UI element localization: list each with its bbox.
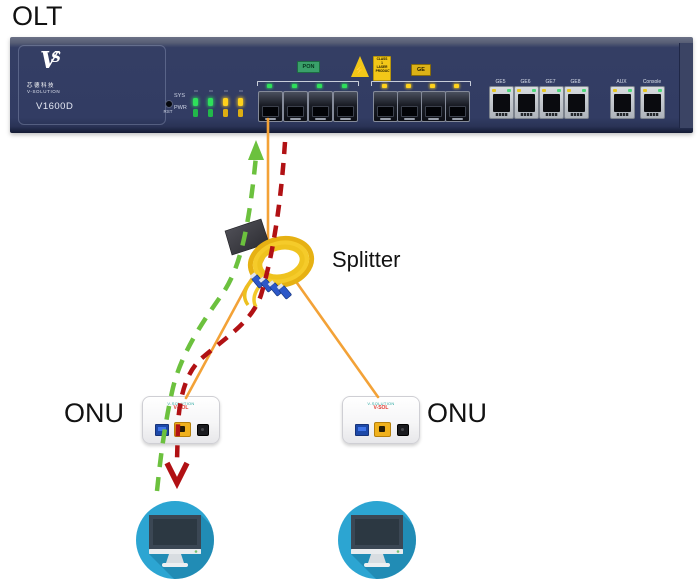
pon-port-led [317,84,322,88]
monitor-base [364,563,390,567]
ge-sfp-port-3 [421,91,446,122]
ge-port-led [406,84,411,88]
vsol-logo-icon: VS [40,47,61,74]
console-port [640,86,665,119]
onu-left-label: ONU [64,398,124,428]
aux-port [610,86,635,119]
sys-led-label: SYS [174,93,186,99]
onu-brand: V-SOLUTION V-SOL [367,401,395,411]
status-led [193,109,198,117]
monitor-stand [166,554,184,563]
olt-brand-cn: 芯德科技 [27,83,56,89]
pon-port-led [342,84,347,88]
ge-rj45-label: GE7 [545,79,556,85]
monitor-bar [351,549,403,554]
splitter-graphic [224,218,315,308]
ge-rj45-port-2 [514,86,539,119]
status-led [208,98,213,106]
status-led [223,98,228,106]
onu-lan-port [155,424,169,436]
onu-power-jack [197,424,209,436]
ge-rj45-label: GE6 [520,79,531,85]
led-tick [194,90,198,92]
olt-label: OLT [12,1,63,31]
ge-port-led [430,84,435,88]
status-led [223,109,228,117]
pon-sfp-port-1 [258,91,283,122]
ge-rj45-label: GE8 [570,79,581,85]
monitor-screen-frame [351,515,403,549]
ge-sfp-port-2 [397,91,422,122]
ge-group-bracket [371,81,471,86]
upstream-arrowhead-icon [248,140,264,160]
lc-connectors [249,272,292,300]
ge-port-led [454,84,459,88]
fiber-tail [242,276,256,307]
fiber-coil [247,235,315,289]
ge-rj45-port-1 [489,86,514,119]
onu-power-jack [397,424,409,436]
monitor-power-led [194,550,198,553]
reset-button [165,100,173,108]
pwr-led-label: PWR [174,105,187,111]
pon-sfp-port-3 [308,91,333,122]
downstream-arrowhead-icon [164,461,190,490]
ge-rj45-label: GE5 [495,79,506,85]
monitor-screen [153,519,197,545]
onu-right-device: V-SOLUTION V-SOL [342,396,420,444]
monitor-power-led [396,550,400,553]
status-led [193,98,198,106]
onu-lan-port [355,424,369,436]
status-led [238,98,243,106]
led-tick [209,90,213,92]
icon-long-shadow [149,515,214,579]
onu-left-device: V-SOLUTION V-SOL [142,396,220,444]
pon-port-led [292,84,297,88]
olt-brand-en: V-SOLUTION [27,89,61,94]
olt-right-bezel [679,43,693,128]
client-pc-right-icon [338,501,416,579]
monitor-bar [149,549,201,554]
monitor-base [162,563,188,567]
olt-model: V1600D [36,101,74,112]
ge-sfp-port-4 [445,91,470,122]
fiber-splitter-to-onu-left [184,246,270,400]
fiber-splitter-to-onu-right [295,281,380,399]
laser-bolt-icon: ⚡ [354,65,366,75]
olt-device: VS 芯德科技 V-SOLUTION V1600D RST SYS PWR PO… [10,37,693,133]
monitor-stand [368,554,386,563]
monitor-screen [355,519,399,545]
pon-sfp-port-4 [333,91,358,122]
aux-port-label: AUX [616,79,627,85]
laser-warning-label: CLASS 1 LASER PRODUCT [373,56,391,81]
pon-group-badge: PON [297,61,320,73]
status-led [208,109,213,117]
ge-rj45-port-3 [539,86,564,119]
icon-long-shadow [351,515,416,579]
ge-port-led [382,84,387,88]
pon-sfp-port-2 [283,91,308,122]
ge-rj45-port-4 [564,86,589,119]
onu-pon-port [174,422,191,437]
onu-pon-port [374,422,391,437]
pon-port-led [267,84,272,88]
olt-logo-panel [18,45,166,125]
led-tick [224,90,228,92]
led-tick [239,90,243,92]
splitter-body [224,218,270,256]
monitor-screen-frame [149,515,201,549]
onu-brand: V-SOLUTION V-SOL [167,401,195,411]
pon-group-bracket [257,81,359,86]
onu-right-label: ONU [427,398,487,428]
client-pc-left-icon [136,501,214,579]
reset-label: RST [163,109,173,114]
splitter-label: Splitter [332,247,401,272]
status-led [238,109,243,117]
ge-group-badge: GE [411,64,431,76]
fiber-tail [252,281,264,308]
ge-sfp-port-1 [373,91,398,122]
console-port-label: Console [642,79,662,85]
